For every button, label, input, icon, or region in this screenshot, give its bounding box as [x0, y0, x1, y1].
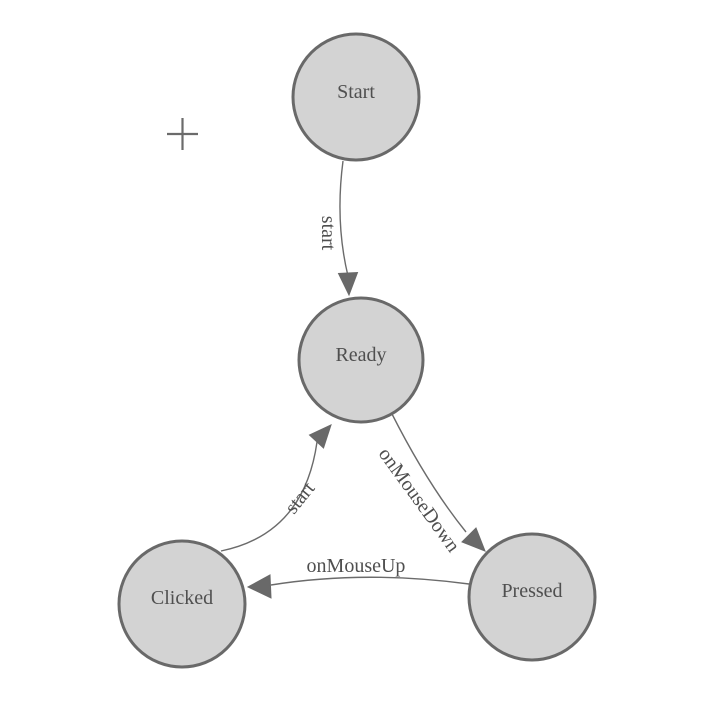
crosshair-icon	[167, 118, 198, 150]
edge-clicked-to-ready[interactable]: start	[220, 424, 332, 552]
arrowhead-icon	[461, 527, 486, 552]
node-pressed[interactable]: Pressed	[467, 532, 597, 662]
edge-start-to-ready-label: start	[317, 216, 339, 251]
node-start-label: Start	[337, 81, 375, 103]
edge-pressed-to-clicked-path[interactable]	[270, 576, 470, 586]
node-clicked-circle[interactable]	[117, 539, 247, 669]
node-ready-circle[interactable]	[297, 296, 425, 424]
edge-ready-to-pressed-path[interactable]	[391, 413, 467, 533]
node-clicked-label: Clicked	[151, 587, 213, 609]
node-ready-label: Ready	[335, 344, 386, 366]
edge-ready-to-pressed-label: onMouseDown	[374, 444, 464, 557]
edge-clicked-to-ready-label: start	[281, 477, 320, 518]
edge-ready-to-pressed[interactable]: onMouseDown	[374, 413, 486, 557]
arrowhead-icon	[246, 574, 272, 599]
edge-pressed-to-clicked[interactable]: onMouseUp	[246, 555, 470, 599]
node-start-circle[interactable]	[291, 32, 421, 162]
node-pressed-label: Pressed	[501, 580, 562, 602]
edge-start-to-ready[interactable]: start	[317, 160, 359, 297]
arrowhead-icon	[337, 271, 359, 297]
edge-start-to-ready-path[interactable]	[339, 160, 349, 277]
arrowhead-icon	[308, 424, 332, 449]
edge-clicked-to-ready-path[interactable]	[220, 441, 318, 552]
node-start[interactable]: Start	[291, 32, 421, 162]
node-clicked[interactable]: Clicked	[117, 539, 247, 669]
edge-pressed-to-clicked-label: onMouseUp	[307, 555, 406, 577]
node-pressed-circle[interactable]	[467, 532, 597, 662]
node-ready[interactable]: Ready	[297, 296, 425, 424]
